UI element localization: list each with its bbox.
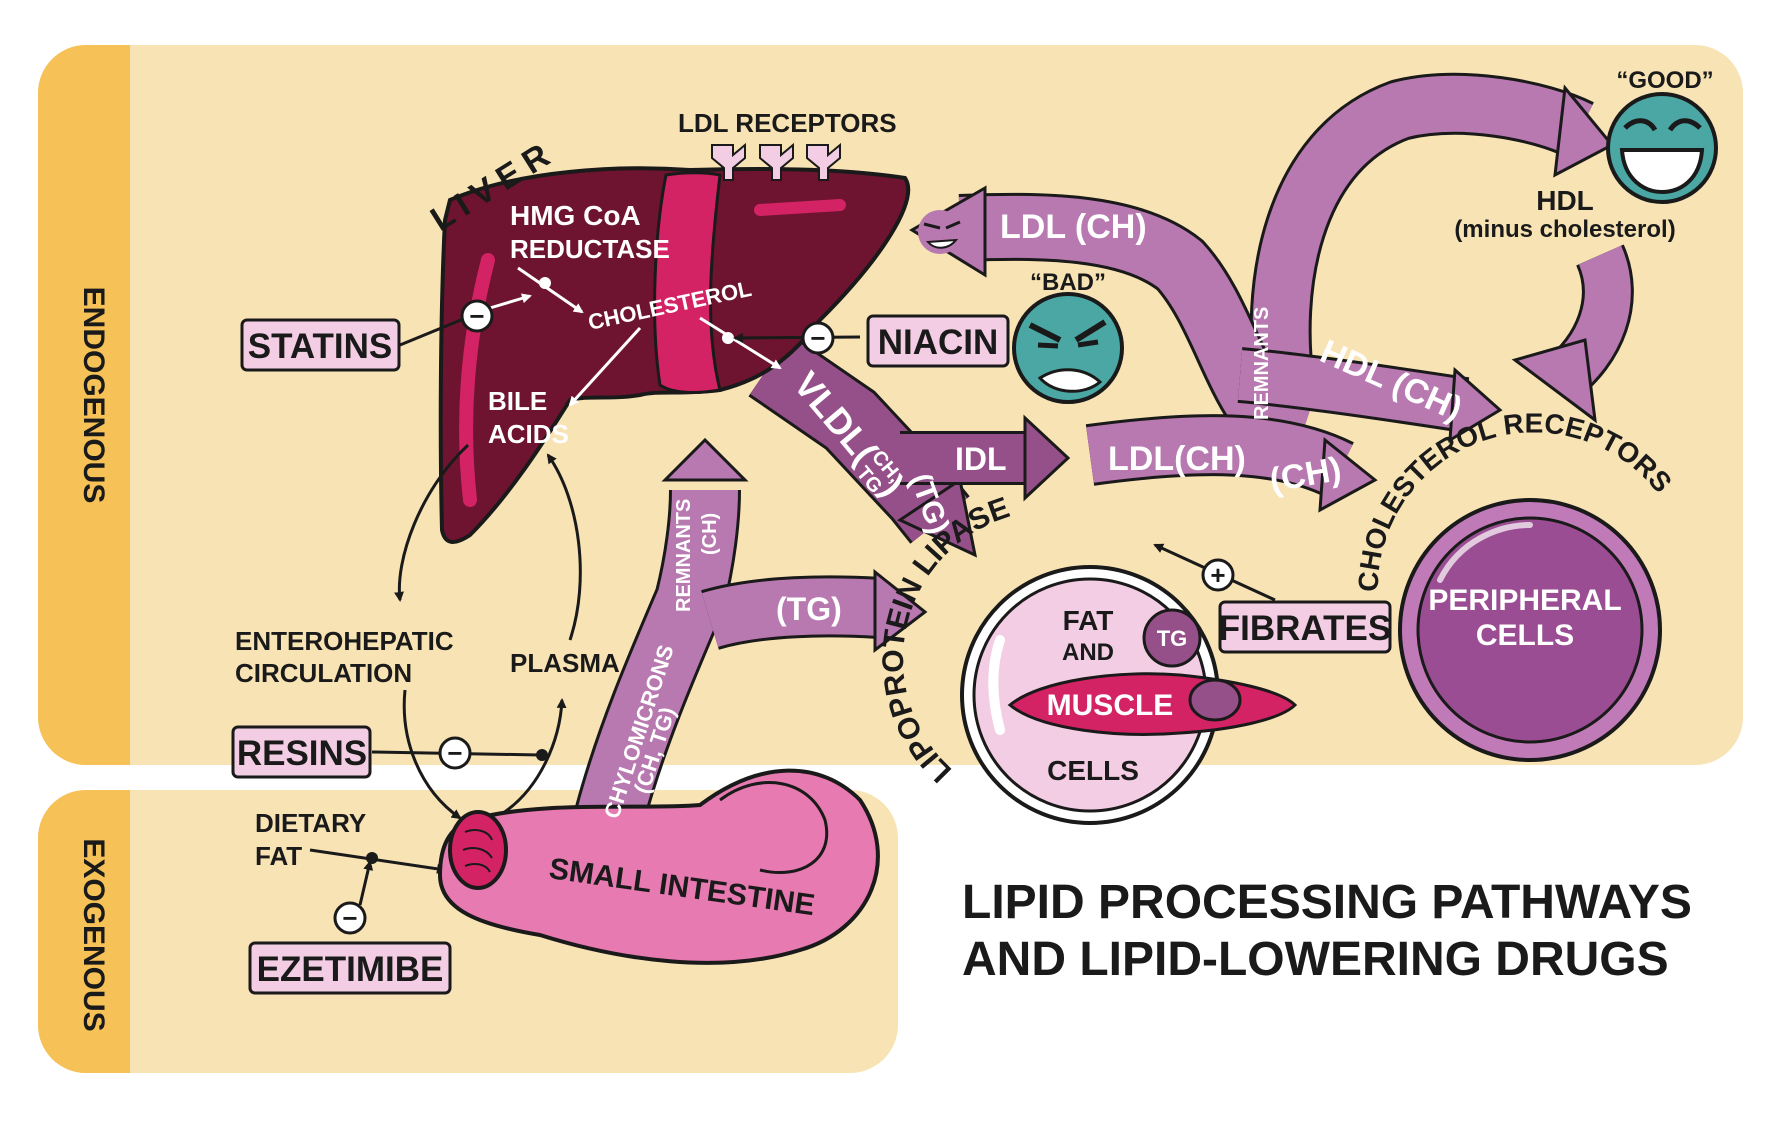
ezetimibe-inhibit-sign: − bbox=[333, 901, 367, 935]
ldl-receptors-label: LDL RECEPTORS bbox=[678, 108, 897, 138]
enzyme-line1: HMG CoA bbox=[510, 200, 641, 231]
niacin-node bbox=[722, 332, 734, 344]
hdl-sub-label: (minus cholesterol) bbox=[1454, 216, 1675, 243]
ezetimibe-label: EZETIMIBE bbox=[257, 950, 444, 989]
vldl-arrow bbox=[748, 333, 978, 558]
niacin-label: NIACIN bbox=[878, 323, 999, 362]
ezetimibe-node bbox=[366, 852, 378, 864]
idl-label: IDL bbox=[955, 441, 1007, 477]
liver bbox=[438, 142, 911, 544]
cell-and-label: AND bbox=[1062, 639, 1114, 666]
chylo-tg-label: (TG) bbox=[776, 591, 842, 627]
title-line2: AND LIPID-LOWERING DRUGS bbox=[962, 933, 1669, 986]
svg-text:+: + bbox=[1210, 560, 1225, 590]
ldl-ch-mid-label: LDL(CH) bbox=[1108, 440, 1246, 478]
enzyme-node bbox=[539, 277, 551, 289]
resins-node bbox=[536, 749, 548, 761]
good-face-icon bbox=[1606, 92, 1718, 204]
fibrates-stimulate-sign: + bbox=[1201, 558, 1235, 592]
ldl-arrow-face-icon bbox=[918, 210, 962, 254]
enterohepatic-line2: CIRCULATION bbox=[235, 658, 412, 688]
title-line1: LIPID PROCESSING PATHWAYS bbox=[962, 876, 1692, 929]
fibrates-label: FIBRATES bbox=[1219, 609, 1391, 648]
hdl-loop-arrow bbox=[1249, 72, 1615, 395]
intestine-opening bbox=[448, 810, 508, 890]
muscle-nucleus bbox=[1188, 678, 1242, 722]
chylomicron-arrow bbox=[575, 437, 749, 825]
hdl-ch-arrow bbox=[1237, 347, 1503, 443]
resins-badge: RESINS bbox=[231, 725, 372, 779]
right-remnants-label: REMNANTS bbox=[1251, 307, 1273, 420]
peripheral-line2: CELLS bbox=[1476, 619, 1574, 652]
statins-badge: STATINS bbox=[240, 318, 401, 372]
dietary-line2: FAT bbox=[255, 841, 302, 871]
bad-face-icon bbox=[1012, 292, 1124, 404]
cell-fat-label: FAT bbox=[1063, 605, 1114, 636]
hdl-label: HDL bbox=[1536, 185, 1594, 216]
cell-tg-label: TG bbox=[1157, 626, 1188, 651]
bile-line2: ACIDS bbox=[488, 419, 569, 449]
statins-label: STATINS bbox=[248, 327, 393, 366]
cell-muscle-label: MUSCLE bbox=[1047, 689, 1174, 722]
good-label: “GOOD” bbox=[1616, 67, 1713, 94]
bile-line1: BILE bbox=[488, 386, 547, 416]
peripheral-line1: PERIPHERAL bbox=[1428, 584, 1621, 617]
svg-text:−: − bbox=[447, 738, 462, 768]
statins-inhibit-sign: − bbox=[460, 299, 494, 333]
ldl-ch-mid-arrow bbox=[1085, 414, 1378, 513]
svg-text:−: − bbox=[342, 903, 357, 933]
idl-arrow bbox=[900, 414, 1071, 502]
enzyme-line2: REDUCTASE bbox=[510, 234, 670, 264]
tg-droplet bbox=[1142, 608, 1202, 668]
niacin-badge: NIACIN bbox=[866, 314, 1010, 368]
fibrates-badge: FIBRATES bbox=[1218, 600, 1392, 654]
liver-internal-arrows bbox=[489, 266, 782, 407]
ldl-receptor-icons bbox=[711, 142, 841, 181]
bad-label: “BAD” bbox=[1030, 269, 1106, 296]
small-intestine bbox=[437, 768, 880, 965]
resins-inhibit-sign: − bbox=[438, 736, 472, 770]
peripheral-cell bbox=[1398, 498, 1662, 762]
exogenous-label: EXOGENOUS bbox=[77, 838, 110, 1031]
hdl-return-arrow bbox=[1511, 244, 1634, 424]
ldl-ch-top-label: LDL (CH) bbox=[1000, 208, 1147, 246]
svg-text:−: − bbox=[810, 323, 825, 353]
resins-label: RESINS bbox=[237, 734, 367, 773]
endogenous-label: ENDOGENOUS bbox=[77, 287, 110, 504]
niacin-inhibit-sign: − bbox=[801, 321, 835, 355]
enterohepatic-line1: ENTEROHEPATIC bbox=[235, 626, 454, 656]
chylo-remnants-ch-label: (CH) bbox=[699, 513, 721, 555]
chylo-remnants-label: REMNANTS bbox=[673, 499, 695, 612]
dietary-line1: DIETARY bbox=[255, 808, 366, 838]
cell-cells-label: CELLS bbox=[1047, 755, 1139, 786]
ezetimibe-badge: EZETIMIBE bbox=[248, 941, 452, 995]
chylomicron-tg-arrow bbox=[701, 568, 928, 654]
svg-text:−: − bbox=[469, 301, 484, 331]
plasma-label: PLASMA bbox=[510, 648, 620, 678]
fat-muscle-cell bbox=[960, 565, 1298, 825]
